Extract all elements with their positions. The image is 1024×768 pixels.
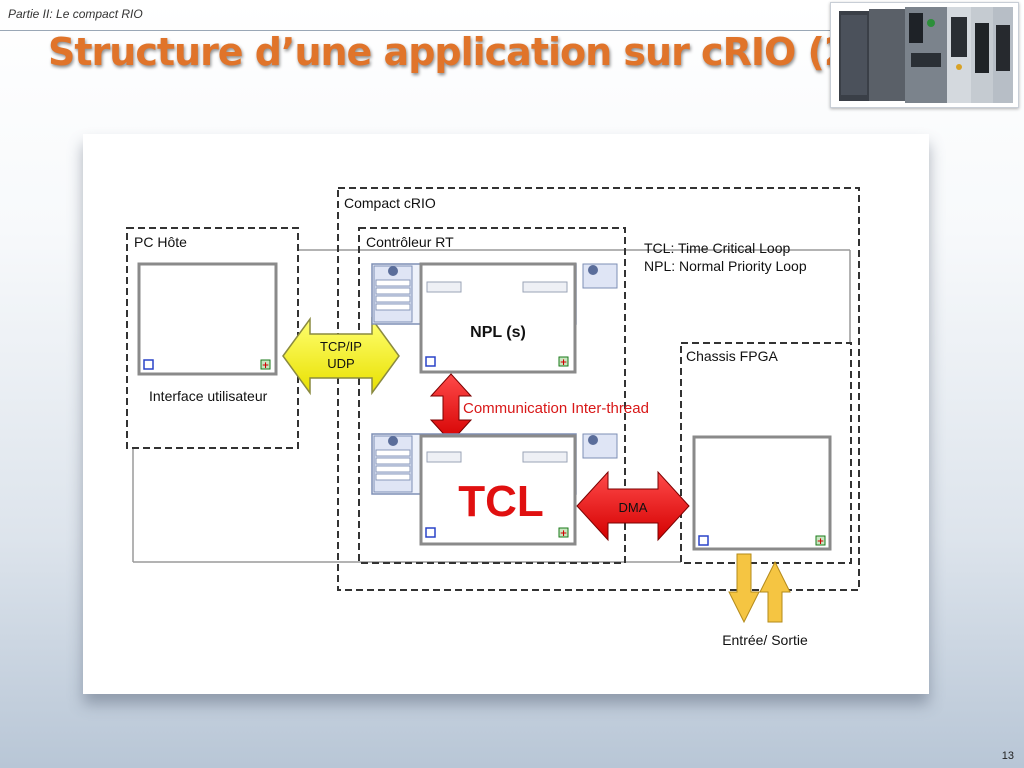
npl-label: NPL (s) (470, 324, 526, 341)
architecture-figure: Compact cRIO PC Hôte Contrôleur RT TCL: … (83, 134, 929, 694)
svg-text:+: + (560, 358, 568, 368)
compact-crio-label: Compact cRIO (344, 195, 436, 211)
npl-loop-structure: + (371, 262, 618, 374)
io-label: Entrée/ Sortie (722, 632, 808, 648)
slide-title: Structure d’une application sur cRIO (2/… (48, 30, 905, 74)
dma-label: DMA (619, 500, 648, 515)
header-divider (0, 30, 830, 31)
tcp-udp-arrow (282, 316, 400, 396)
input-arrow-down (728, 553, 760, 624)
protocol-line1: TCP/IP (320, 339, 362, 354)
chassis-fpga-label: Chassis FPGA (686, 348, 778, 364)
dma-arrow (576, 470, 690, 542)
pc-hote-label: PC Hôte (134, 234, 187, 250)
output-arrow-up (759, 560, 791, 623)
tcl-label: TCL (458, 477, 544, 526)
svg-text:+: + (560, 529, 568, 539)
user-interface-panel: + (137, 262, 278, 376)
legend-tcl: TCL: Time Critical Loop (644, 240, 790, 256)
legend-npl: NPL: Normal Priority Loop (644, 258, 807, 274)
compact-crio-box (337, 187, 860, 591)
fpga-vi-panel: + (692, 435, 832, 551)
interface-label: Interface utilisateur (149, 388, 268, 404)
protocol-line2: UDP (327, 356, 354, 371)
svg-text:+: + (817, 537, 825, 547)
page-number: 13 (1001, 750, 1014, 762)
tcl-loop-structure: + (371, 433, 618, 546)
section-label: Partie II: Le compact RIO (8, 7, 143, 21)
controleur-rt-label: Contrôleur RT (366, 234, 454, 250)
crio-photo (830, 2, 1019, 108)
inter-thread-label: Communication Inter-thread (463, 400, 649, 417)
svg-text:+: + (262, 361, 270, 371)
controleur-rt-box (358, 227, 626, 564)
